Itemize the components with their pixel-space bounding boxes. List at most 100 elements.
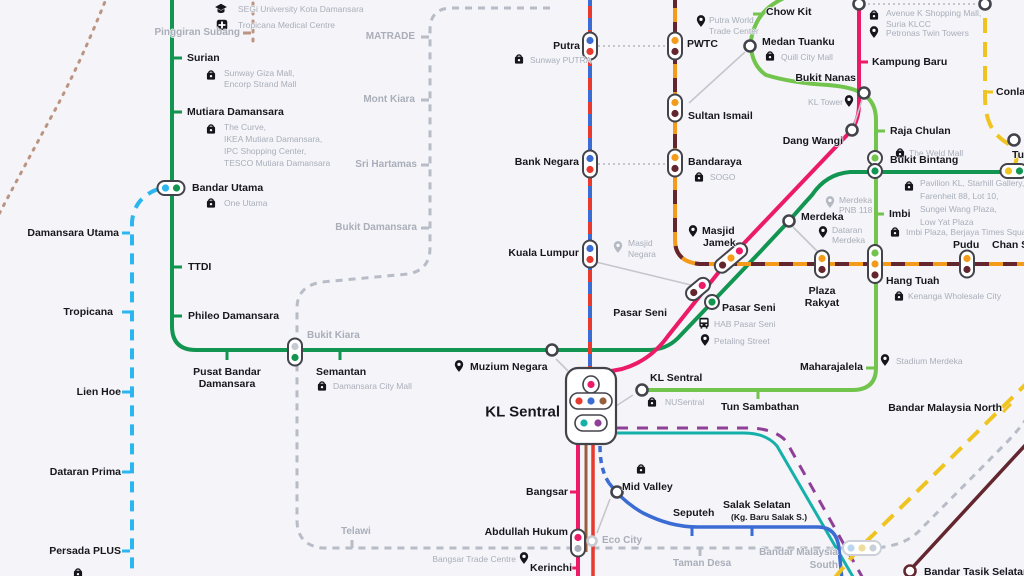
- station-label-hang-tuah-76[interactable]: Hang Tuah: [886, 274, 940, 287]
- station-label-bandar-tasik-selatan-100[interactable]: Bandar Tasik Selatan: [924, 565, 1024, 576]
- mid-valley-marker[interactable]: [610, 485, 624, 499]
- bandaraya-capsule[interactable]: [667, 148, 683, 178]
- station-label-kl-sentral-84[interactable]: KL Sentral: [650, 371, 703, 384]
- station-label-pwtc-32[interactable]: PWTC: [687, 37, 718, 50]
- station-label-damansara-utama-17[interactable]: Damansara Utama: [27, 226, 119, 239]
- station-label-dang-wangi-47[interactable]: Dang Wangi: [782, 134, 843, 147]
- station-label-kerinchi-92[interactable]: Kerinchi: [530, 561, 573, 574]
- station-label-raja-chulan-45[interactable]: Raja Chulan: [890, 124, 951, 137]
- pasar-seni-mrt-capsule[interactable]: [702, 292, 722, 312]
- station-label-bukit-bintang-48[interactable]: Bukit Bintang: [890, 153, 959, 166]
- kl-sentral-monorail-marker[interactable]: [635, 383, 649, 397]
- station-label-bandaraya-57[interactable]: Bandaraya: [688, 155, 742, 168]
- station-label-sri-hartamas-13[interactable]: Sri Hartamas: [355, 159, 417, 170]
- station-label-kg-baru-salak-s-96[interactable]: (Kg. Baru Salak S.): [731, 511, 808, 522]
- station-label-persada-plus-28[interactable]: Persada PLUS: [49, 544, 121, 557]
- station-label-bukit-kiara-21[interactable]: Bukit Kiara: [307, 330, 360, 341]
- station-label-abdullah-hukum-89[interactable]: Abdullah Hukum: [484, 525, 568, 538]
- station-label-kl-sentral-83[interactable]: KL Sentral: [485, 403, 560, 421]
- station-label-pasar-seni-71[interactable]: Pasar Seni: [722, 301, 776, 314]
- station-label-sultan-ismail-59[interactable]: Sultan Ismail: [688, 109, 753, 122]
- station-label-tun-razak-exchange-53[interactable]: Tun Razak Exchange: [1012, 148, 1024, 161]
- tun-razak-exchange-capsule[interactable]: [999, 163, 1024, 179]
- abdullah-hukum-capsule[interactable]: [570, 528, 586, 558]
- station-label-bandar-utama-15[interactable]: Bandar Utama: [192, 181, 264, 194]
- tun-razak-exchange-marker[interactable]: [1007, 133, 1021, 147]
- bukit-nanas-marker[interactable]: [857, 86, 871, 100]
- station-label-mutiara-damansara-7[interactable]: Mutiara Damansara: [187, 105, 284, 118]
- station-label-bukit-nanas-42[interactable]: Bukit Nanas: [795, 71, 856, 84]
- station-label-pusat-bandar-23[interactable]: Pusat Bandar: [193, 365, 261, 378]
- medan-tuanku-marker[interactable]: [743, 39, 757, 53]
- station-label-mont-kiara-12[interactable]: Mont Kiara: [363, 94, 415, 105]
- station-label-pinggiran-subang-2[interactable]: Pinggiran Subang: [154, 27, 240, 38]
- line-sri-petaling-diag: [910, 443, 1024, 570]
- station-label-ttdi-18[interactable]: TTDI: [188, 260, 212, 273]
- bukit-kiara-capsule[interactable]: [287, 337, 303, 367]
- station-label-mid-valley-93[interactable]: Mid Valley: [622, 480, 673, 493]
- station-label-kampung-baru-38[interactable]: Kampung Baru: [872, 55, 948, 68]
- bus-icon: [697, 316, 711, 330]
- station-label-semantan-25[interactable]: Semantan: [316, 365, 367, 378]
- pudu-capsule[interactable]: [959, 249, 975, 279]
- hang-tuah-capsule[interactable]: [867, 244, 883, 284]
- station-label-rakyat-75[interactable]: Rakyat: [804, 296, 840, 309]
- bank-negara-capsule[interactable]: [582, 149, 598, 179]
- station-label-damansara-24[interactable]: Damansara: [198, 377, 256, 390]
- eco-city-marker[interactable]: [586, 535, 598, 547]
- station-label-muzium-negara-82[interactable]: Muzium Negara: [470, 360, 548, 373]
- sultan-ismail-capsule[interactable]: [667, 93, 683, 123]
- station-label-phileo-damansara-20[interactable]: Phileo Damansara: [188, 309, 280, 322]
- station-label-plaza-74[interactable]: Plaza: [808, 284, 836, 297]
- bandar-tasik-selatan-marker[interactable]: [903, 564, 917, 576]
- station-label-dataran-prima-27[interactable]: Dataran Prima: [49, 465, 121, 478]
- masjid-jamek-capsule[interactable]: [712, 240, 750, 275]
- station-label-lien-hoe-22[interactable]: Lien Hoe: [76, 385, 121, 398]
- station-label-salak-selatan-95[interactable]: Salak Selatan: [723, 498, 791, 511]
- amenity-label-petaling-street-73: Petaling Street: [714, 335, 770, 346]
- station-label-masjid-63[interactable]: Masjid: [702, 224, 735, 237]
- kuala-lumpur-capsule[interactable]: [582, 239, 598, 269]
- plaza-rakyat-capsule[interactable]: [814, 249, 830, 279]
- dang-wangi-marker[interactable]: [845, 123, 859, 137]
- station-label-medan-tuanku-36[interactable]: Medan Tuanku: [762, 35, 835, 48]
- muzium-negara-marker[interactable]: [545, 343, 559, 357]
- station-label-bangsar-88[interactable]: Bangsar: [525, 485, 568, 498]
- station-label-matrade-3[interactable]: MATRADE: [365, 31, 415, 42]
- station-label-bank-negara-56[interactable]: Bank Negara: [514, 155, 579, 168]
- bandar-malaysia-south-capsule[interactable]: [842, 540, 882, 556]
- station-label-maharajalela-80[interactable]: Maharajalela: [799, 360, 863, 373]
- merdeka-marker[interactable]: [782, 214, 796, 228]
- station-label-chan-sow-lin-79[interactable]: Chan Sow Lin: [992, 238, 1024, 251]
- station-label-taman-desa-97[interactable]: Taman Desa: [673, 558, 732, 569]
- station-label-jamek-64[interactable]: Jamek: [703, 236, 736, 249]
- putra-capsule[interactable]: [582, 31, 598, 61]
- station-label-surian-4[interactable]: Surian: [187, 51, 220, 64]
- station-label-bukit-damansara-14[interactable]: Bukit Damansara: [335, 222, 417, 233]
- station-label-telawi-29[interactable]: Telawi: [341, 526, 371, 537]
- station-label-imbi-54[interactable]: Imbi: [889, 207, 911, 220]
- station-label-putra-30[interactable]: Putra: [553, 39, 580, 52]
- bandar-utama-capsule[interactable]: [156, 180, 186, 196]
- pasar-seni-lrt-capsule[interactable]: [683, 275, 713, 303]
- kl-sentral-hub[interactable]: [564, 366, 618, 446]
- station-label-kuala-lumpur-60[interactable]: Kuala Lumpur: [508, 246, 579, 259]
- station-label-south-99[interactable]: South: [809, 560, 838, 571]
- station-label-seputeh-94[interactable]: Seputeh: [673, 506, 715, 519]
- station-label-chow-kit-35[interactable]: Chow Kit: [766, 5, 812, 18]
- amenity-label-encorp-strand-mall-6: Encorp Strand Mall: [224, 78, 297, 89]
- persiaran-klcc-station-marker[interactable]: [978, 0, 992, 11]
- bukit-bintang-mrt-capsule[interactable]: [867, 163, 883, 179]
- station-label-bandar-malaysia-north-87[interactable]: Bandar Malaysia North: [888, 401, 1002, 414]
- station-label-bandar-malaysia-98[interactable]: Bandar Malaysia: [759, 547, 838, 558]
- station-label-merdeka-65[interactable]: Merdeka: [801, 210, 844, 223]
- station-label-pudu-78[interactable]: Pudu: [953, 238, 980, 251]
- klcc-station-marker[interactable]: [852, 0, 866, 11]
- station-label-tun-sambathan-86[interactable]: Tun Sambathan: [721, 400, 799, 413]
- station-label-tropicana-19[interactable]: Tropicana: [63, 305, 113, 318]
- station-label-conlay-44[interactable]: Conlay: [996, 85, 1024, 98]
- station-label-eco-city-90[interactable]: Eco City: [602, 535, 643, 546]
- station-label-pasar-seni-70[interactable]: Pasar Seni: [613, 306, 667, 319]
- pwtc-capsule[interactable]: [667, 31, 683, 61]
